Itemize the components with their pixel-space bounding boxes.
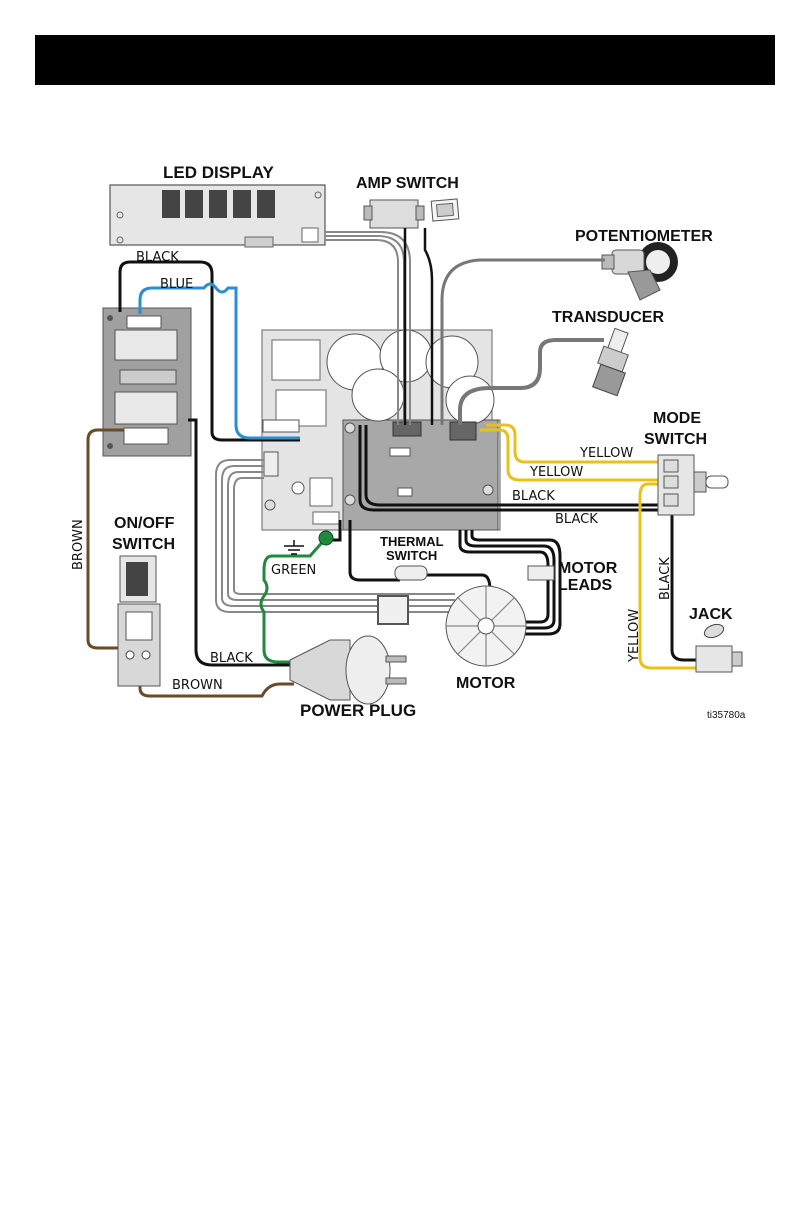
wire-label-black-mode-2: BLACK — [555, 512, 598, 527]
control-board — [262, 330, 500, 530]
motor-leads-connector — [528, 566, 554, 580]
power-plug — [290, 636, 406, 704]
label-jack: JACK — [689, 606, 733, 623]
wire-label-yellow-1: YELLOW — [579, 446, 633, 461]
on-off-switch — [118, 556, 160, 686]
ground-symbol-icon — [284, 540, 304, 554]
label-motor-leads-1: MOTOR — [558, 560, 618, 577]
wire-label-black-mode-1: BLACK — [512, 489, 555, 504]
wire-label-green: GREEN — [271, 563, 316, 578]
wire-label-blue: BLUE — [160, 277, 193, 292]
label-potentiometer: POTENTIOMETER — [575, 228, 713, 245]
thermal-switch — [395, 566, 427, 580]
label-mode-switch-1: MODE — [653, 410, 701, 427]
label-motor-leads-2: LEADS — [558, 577, 613, 594]
wire-label-yellow-jack: YELLOW — [627, 609, 642, 663]
wire-label-yellow-2: YELLOW — [529, 465, 583, 480]
label-transducer: TRANSDUCER — [552, 309, 664, 326]
transformer-board — [103, 308, 191, 456]
amp-switch — [364, 199, 459, 228]
jack — [696, 622, 742, 672]
figure-id: ti35780a — [707, 710, 746, 721]
motor — [446, 586, 526, 666]
label-power-plug: POWER PLUG — [300, 701, 416, 720]
label-mode-switch-2: SWITCH — [644, 431, 707, 448]
label-motor: MOTOR — [456, 675, 516, 692]
label-on-off-switch-1: ON/OFF — [114, 515, 175, 532]
led-display — [110, 185, 325, 247]
label-amp-switch: AMP SWITCH — [356, 175, 459, 192]
label-thermal-switch-1: THERMAL — [380, 534, 444, 549]
wire-label-black-jack: BLACK — [658, 557, 673, 600]
label-on-off-switch-2: SWITCH — [112, 536, 175, 553]
label-thermal-switch-2: SWITCH — [386, 548, 437, 563]
potentiometer — [602, 242, 678, 300]
wire-label-black-plug: BLACK — [210, 651, 253, 666]
mode-switch — [658, 455, 728, 515]
wire-label-brown-plug: BROWN — [172, 678, 223, 693]
ground-screw — [319, 531, 333, 545]
wire-label-brown-left: BROWN — [71, 519, 86, 570]
label-led-display: LED DISPLAY — [163, 163, 275, 182]
wire-label-black-top: BLACK — [136, 250, 179, 265]
